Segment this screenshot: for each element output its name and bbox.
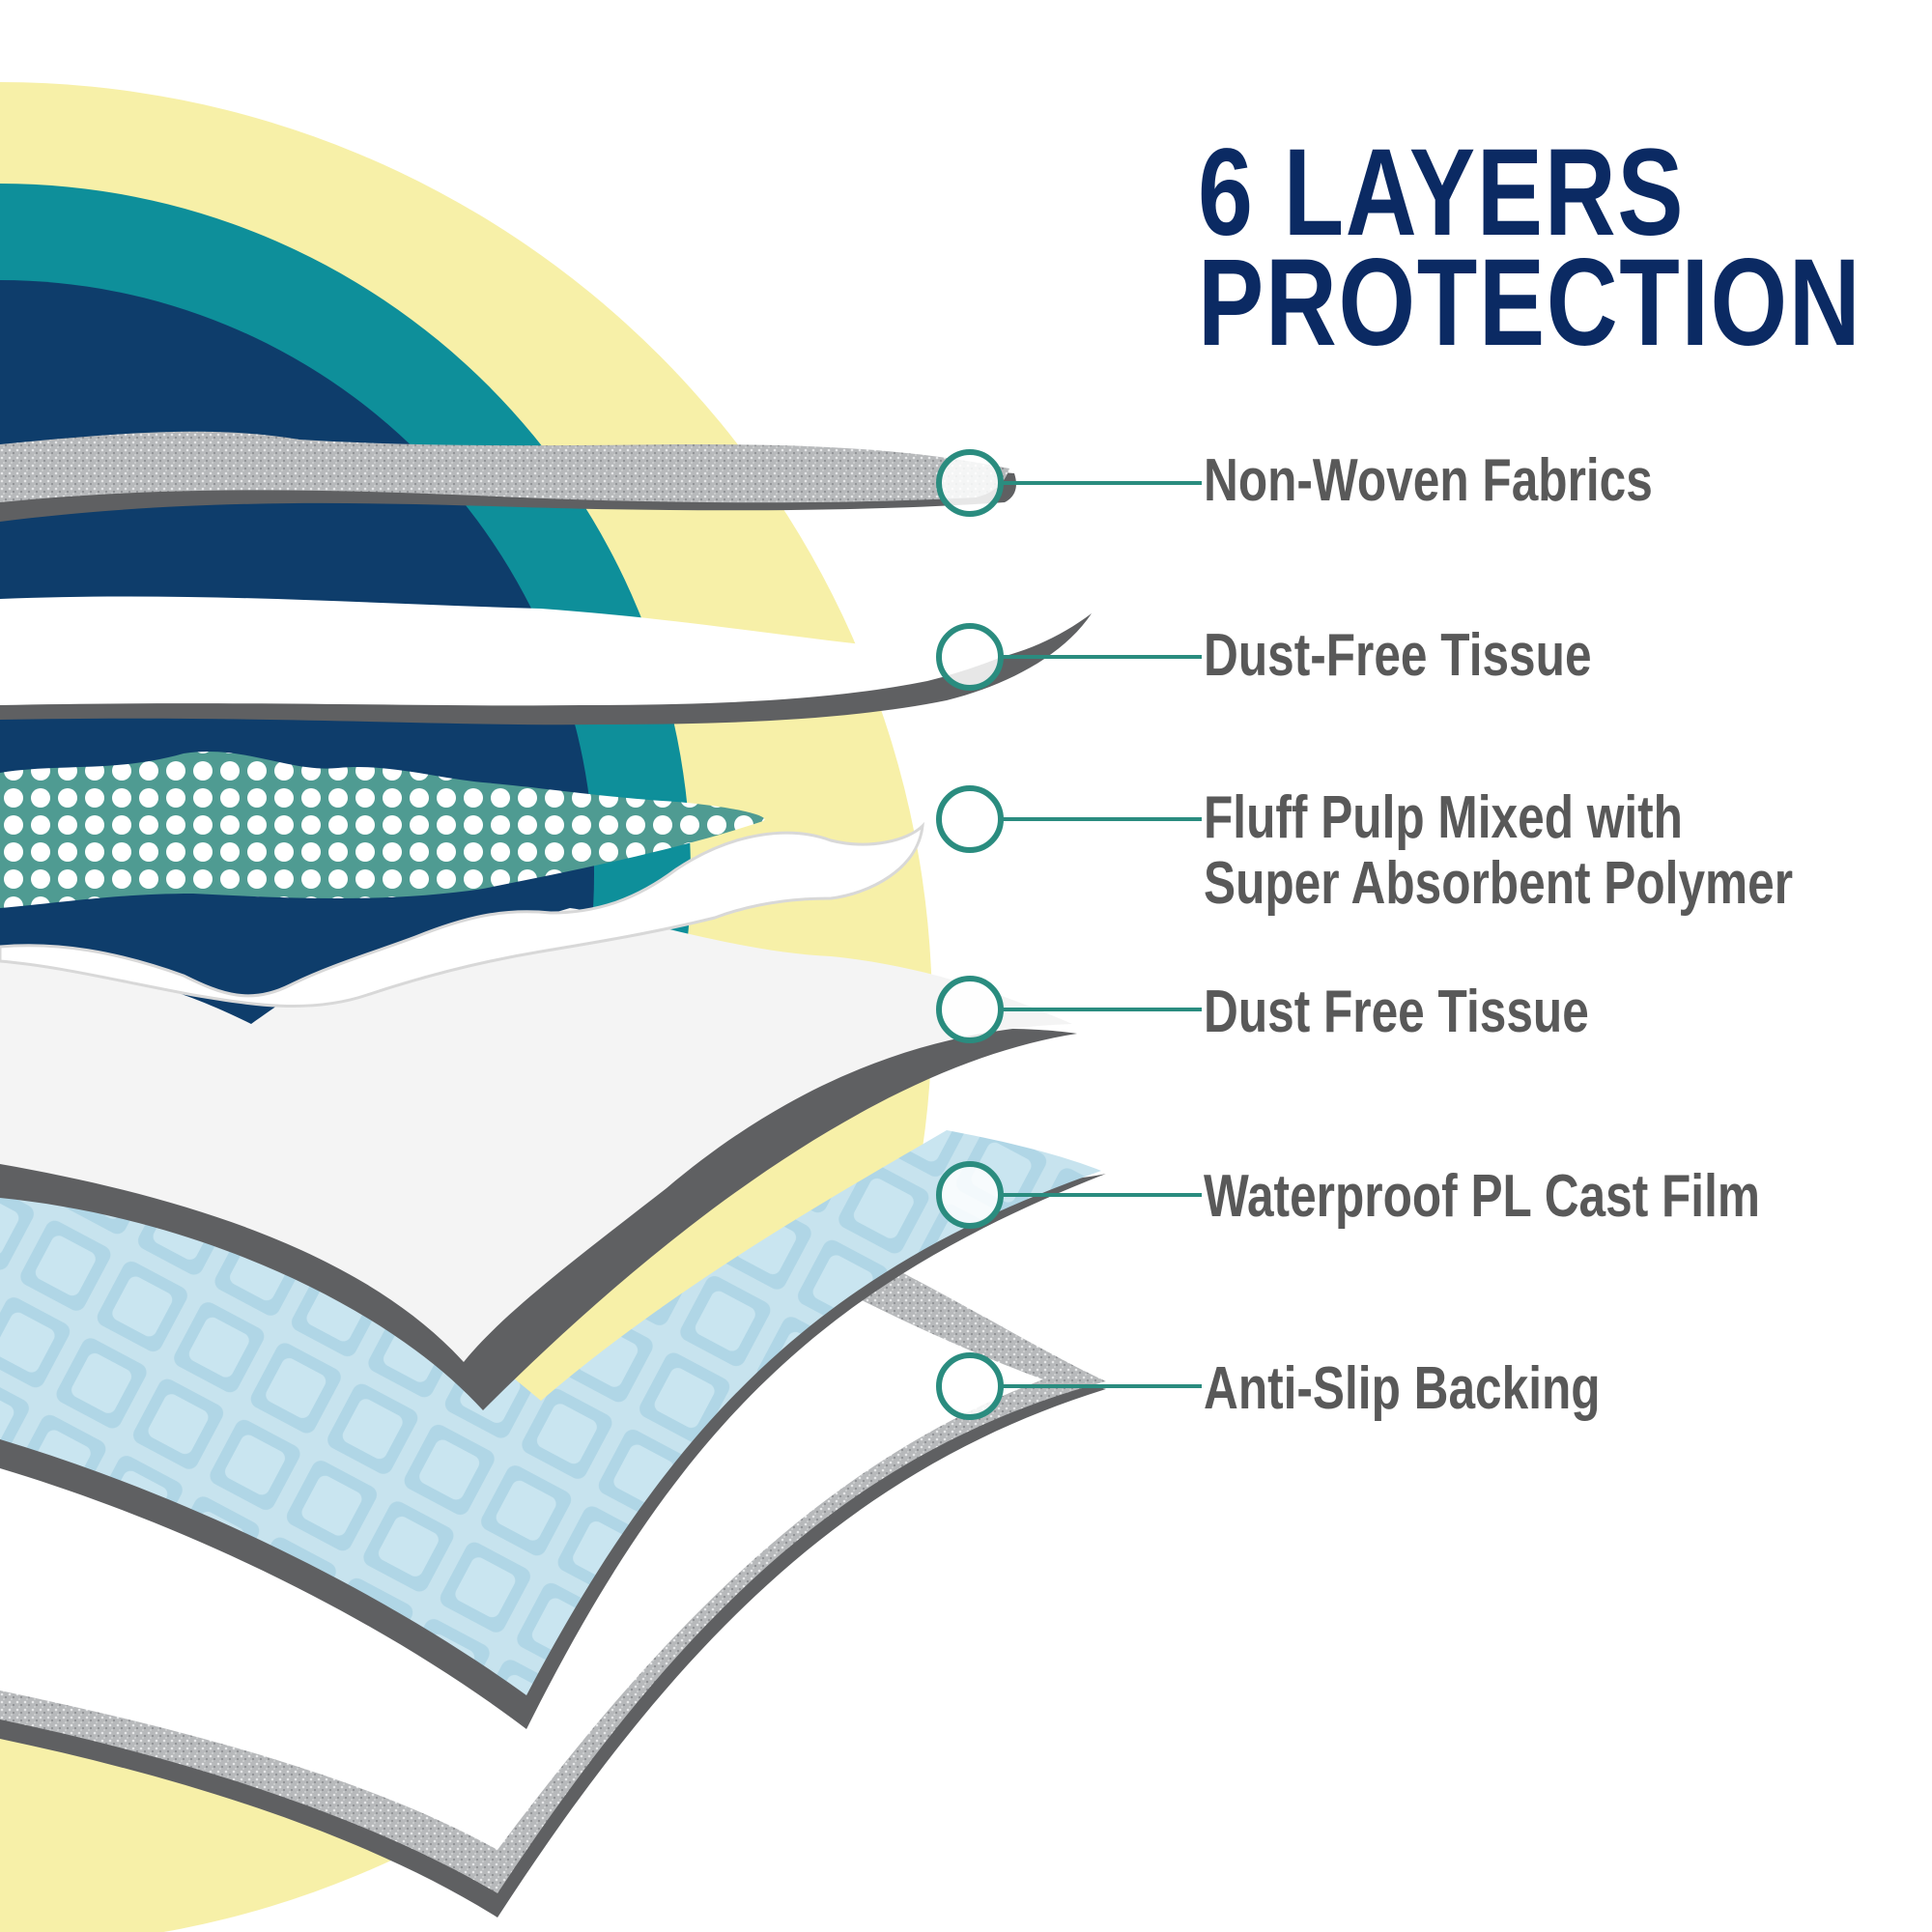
label-non-woven-fabrics: Non-Woven Fabrics xyxy=(1204,447,1653,514)
layer-non-woven-fabric xyxy=(0,431,1009,503)
label-fluff-pulp-line-1: Fluff Pulp Mixed with xyxy=(1204,784,1683,851)
layer-dust-free-tissue-upper xyxy=(0,596,1087,706)
label-anti-slip-backing: Anti-Slip Backing xyxy=(1204,1355,1601,1422)
heading-line-1: 6 LAYERS xyxy=(1198,124,1686,262)
callout-marker-6 xyxy=(936,1352,1004,1420)
callout-marker-5 xyxy=(936,1161,1004,1229)
callout-marker-4 xyxy=(936,976,1004,1043)
layer-dust-free-tissue-lower xyxy=(0,908,1072,1362)
heading-line-2: PROTECTION xyxy=(1198,234,1862,372)
label-dust-free-tissue-upper: Dust-Free Tissue xyxy=(1204,622,1592,689)
label-waterproof-film: Waterproof PL Cast Film xyxy=(1204,1163,1760,1230)
callout-markers xyxy=(936,449,1004,1420)
callout-marker-3 xyxy=(936,785,1004,853)
callout-marker-2 xyxy=(936,623,1004,691)
label-dust-free-tissue-lower: Dust Free Tissue xyxy=(1204,979,1589,1045)
callout-connectors xyxy=(1001,481,1202,1388)
label-fluff-pulp-line-2: Super Absorbent Polymer xyxy=(1204,850,1794,917)
layer-anti-slip-backing-surface xyxy=(0,1299,1043,1850)
layer-fluff-pulp-white xyxy=(0,821,924,1009)
layer-fluff-pulp-dots xyxy=(0,751,765,908)
callout-marker-1 xyxy=(936,449,1004,517)
